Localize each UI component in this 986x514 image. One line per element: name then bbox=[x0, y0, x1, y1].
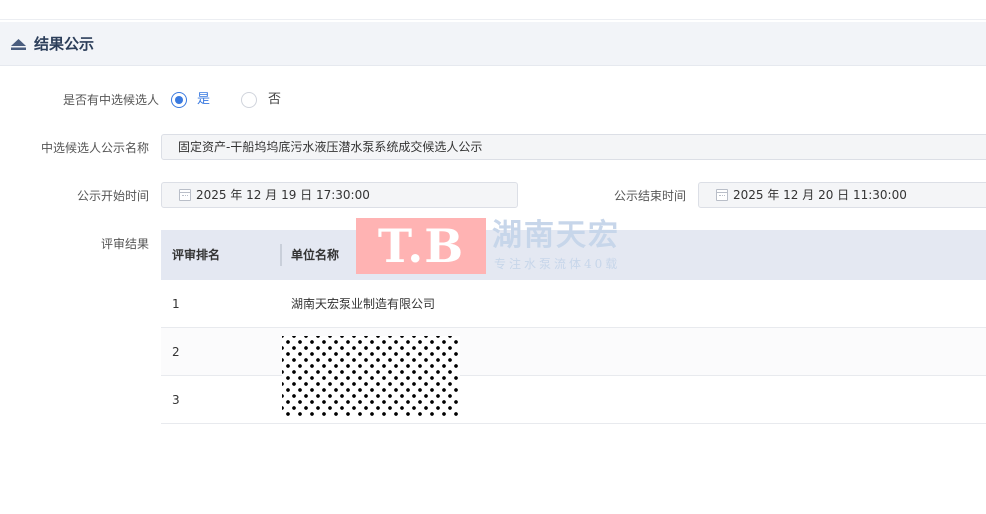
table-header: 评审排名 单位名称 bbox=[161, 230, 986, 280]
end-time-label: 公示结束时间 bbox=[613, 189, 686, 203]
end-time-value: 2025 年 12 月 20 日 11:30:00 bbox=[733, 188, 907, 202]
rank-cell: 3 bbox=[172, 393, 180, 407]
watermark: T.B 湖南天宏 专注水泵流体40载 bbox=[356, 218, 628, 274]
start-time-field[interactable]: 2025 年 12 月 19 日 17:30:00 bbox=[161, 182, 518, 208]
notice-name-field[interactable]: 固定资产-干船坞坞底污水液压潜水泵系统成交候选人公示 bbox=[161, 134, 986, 160]
radio-yes[interactable] bbox=[171, 92, 187, 108]
end-time-field[interactable]: 2025 年 12 月 20 日 11:30:00 bbox=[698, 182, 986, 208]
watermark-slogan: 专注水泵流体40载 bbox=[494, 257, 621, 271]
rank-cell: 2 bbox=[172, 345, 180, 359]
radio-yes-label[interactable]: 是 bbox=[197, 92, 211, 107]
radio-no[interactable] bbox=[241, 92, 257, 108]
review-label: 评审结果 bbox=[100, 237, 149, 251]
section-title: 结果公示 bbox=[34, 35, 95, 53]
redaction-mask bbox=[282, 336, 460, 418]
section-header[interactable]: 结果公示 bbox=[0, 22, 986, 66]
watermark-company: 湖南天宏 bbox=[492, 218, 620, 253]
column-rank[interactable]: 评审排名 bbox=[172, 248, 221, 262]
calendar-icon bbox=[716, 189, 728, 201]
has-candidate-label: 是否有中选候选人 bbox=[62, 93, 159, 107]
notice-name-label: 中选候选人公示名称 bbox=[40, 141, 149, 155]
rank-cell: 1 bbox=[172, 297, 180, 311]
column-name[interactable]: 单位名称 bbox=[291, 248, 340, 262]
top-strip bbox=[0, 0, 986, 20]
column-divider[interactable] bbox=[280, 244, 282, 266]
eject-triangle-icon[interactable] bbox=[11, 39, 26, 50]
company-cell: 湖南天宏泵业制造有限公司 bbox=[291, 297, 436, 311]
table-row: 1 湖南天宏泵业制造有限公司 bbox=[161, 280, 986, 328]
start-time-label: 公示开始时间 bbox=[76, 189, 149, 203]
calendar-icon bbox=[179, 189, 191, 201]
watermark-logo: T.B bbox=[356, 218, 486, 274]
start-time-value: 2025 年 12 月 19 日 17:30:00 bbox=[196, 188, 370, 202]
radio-no-label[interactable]: 否 bbox=[268, 92, 282, 107]
